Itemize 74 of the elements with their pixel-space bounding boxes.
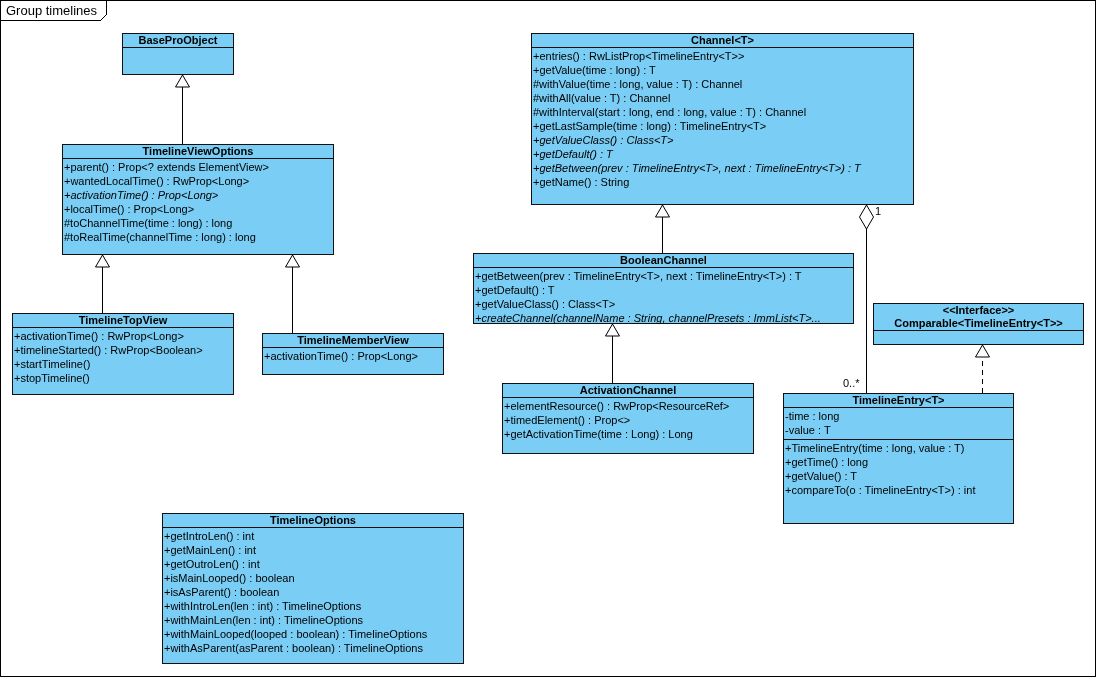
class-member: +getMainLen() : int [164,543,257,557]
class-member: +entries() : RwListProp<TimelineEntry<T>> [533,49,745,63]
class-member: +getOutroLen() : int [164,557,260,571]
class-member: +getBetween(prev : TimelineEntry<T>, next : TimelineEntry<T>) : T [533,161,861,175]
class-member: +localTime() : Prop<Long> [64,202,195,216]
inheritance-arrow [605,323,620,384]
class-box [473,253,854,324]
class-box [122,33,234,75]
class-member: +activationTime() : Prop<Long> [264,349,418,363]
class-member: +getValue() : T [785,469,858,483]
class-member: -time : long [785,409,840,423]
class-name: TimelineEntry<T> [852,394,945,407]
class-member: +createChannel(channelName : String, channelPresets : ImmList<T>... [475,311,821,325]
class-name: TimelineViewOptions [142,145,254,158]
aggregation-line [859,204,874,394]
class-box [783,393,1014,524]
class-member: -value : T [785,423,831,437]
class-member: +activationTime() : Prop<Long> [64,188,219,202]
class-box [162,513,464,664]
inheritance-arrow [655,204,670,254]
class-box [62,144,334,255]
class-name: Channel<T> [691,34,754,47]
class-member: +getActivationTime(time : Long) : Long [504,427,693,441]
stereotype-label: <<Interface>> [942,304,1015,317]
inheritance-arrow [175,74,190,145]
class-member: +getName() : String [533,175,630,189]
multiplicity-label: 0..* [843,377,860,390]
class-box [262,333,444,375]
class-member: +getValueClass() : Class<T> [475,297,616,311]
class-name: BaseProObject [138,34,218,47]
class-member: +getIntroLen() : int [164,529,255,543]
frame-title: Group timelines [1,1,108,21]
class-member: +wantedLocalTime() : RwProp<Long> [64,174,250,188]
class-member: +stopTimeline() [14,371,90,385]
class-member: +getLastSample(time : long) : TimelineEntry<T> [533,119,767,133]
class-member: +getValueClass() : Class<T> [533,133,674,147]
class-member: +getTime() : long [785,455,869,469]
class-member: #withValue(time : long, value : T) : Channel [533,77,743,91]
class-member: +elementResource() : RwProp<ResourceRef> [504,399,730,413]
class-member: +startTimeline() [14,357,91,371]
class-member: +withMainLen(len : int) : TimelineOptions [164,613,363,627]
class-member: +TimelineEntry(time : long, value : T) [785,441,965,455]
class-name: ActivationChannel [579,384,677,397]
class-member: +getDefault() : T [475,283,555,297]
class-member: #withInterval(start : long, end : long, value : T) : Channel [533,105,807,119]
class-member: +withIntroLen(len : int) : TimelineOptions [164,599,362,613]
class-member: +getValue(time : long) : T [533,63,656,77]
multiplicity-label: 1 [875,205,882,218]
realization-arrow [975,344,990,394]
class-member: #withAll(value : T) : Channel [533,91,671,105]
class-name: TimelineTopView [78,314,168,327]
class-member: +getDefault() : T [533,147,613,161]
class-member: +timelineStarted() : RwProp<Boolean> [14,343,203,357]
class-box [12,313,234,395]
class-box [502,383,754,454]
class-member: +withAsParent(asParent : boolean) : TimelineOptions [164,641,423,655]
class-name: BooleanChannel [620,254,707,267]
class-member: +timedElement() : Prop<> [504,413,631,427]
class-box [873,303,1084,345]
class-member: +withMainLooped(looped : boolean) : TimelineOptions [164,627,428,641]
class-member: #toRealTime(channelTime : long) : long [64,230,256,244]
class-member: #toChannelTime(time : long) : long [64,216,233,230]
class-member: +isMainLooped() : boolean [164,571,295,585]
class-member: +activationTime() : RwProp<Long> [14,329,184,343]
inheritance-arrow [95,254,110,314]
class-name: TimelineOptions [270,514,356,527]
inheritance-arrow [285,254,300,334]
class-name: Comparable<TimelineEntry<T>> [894,317,1063,330]
class-box [531,33,914,205]
class-member: +parent() : Prop<? extends ElementView> [64,160,269,174]
class-member: +compareTo(o : TimelineEntry<T>) : int [785,483,976,497]
class-member: +getBetween(prev : TimelineEntry<T>, next : TimelineEntry<T>) : T [475,269,802,283]
class-name: TimelineMemberView [297,334,409,347]
class-member: +isAsParent() : boolean [164,585,280,599]
